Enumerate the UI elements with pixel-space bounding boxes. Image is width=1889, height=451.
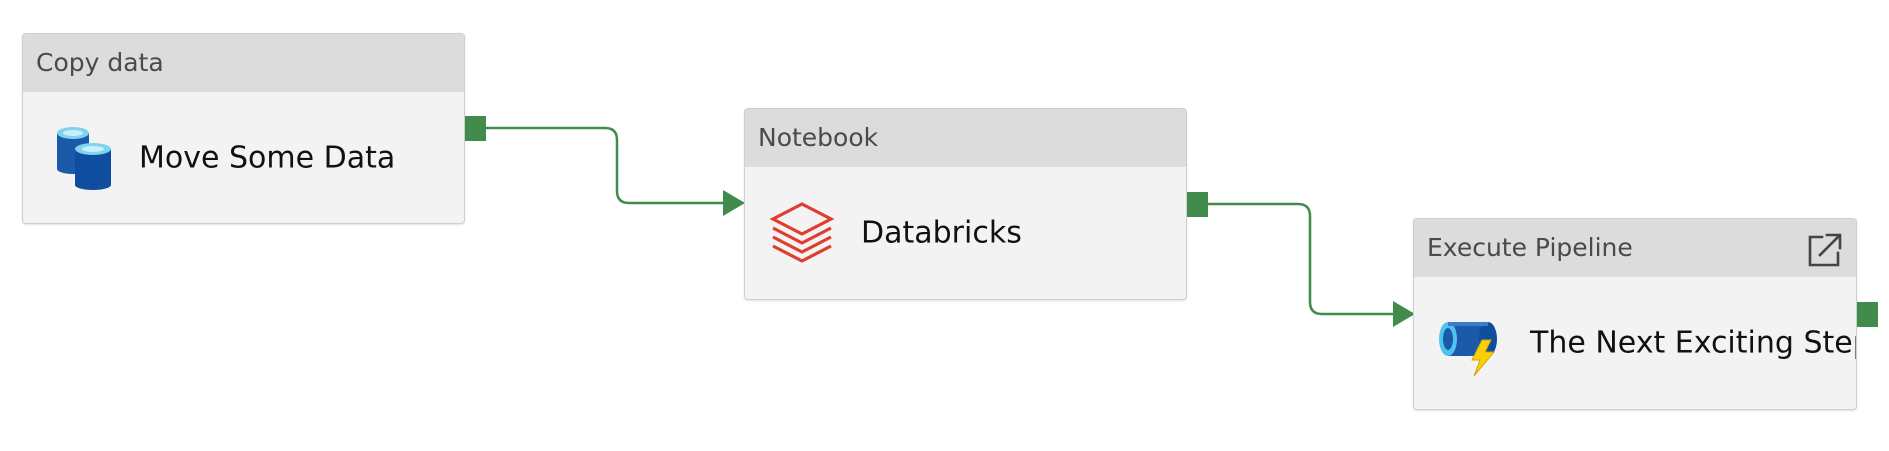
activity-type-label: Copy data	[23, 34, 464, 92]
success-output-port-1[interactable]	[465, 116, 486, 141]
connector-arrowhead-1	[723, 190, 745, 216]
activity-body: The Next Exciting Step	[1414, 277, 1856, 409]
activity-body: Move Some Data	[23, 92, 464, 223]
activity-type-text: Execute Pipeline	[1427, 233, 1633, 262]
pipeline-lightning-icon	[1438, 310, 1504, 376]
databricks-layers-icon	[769, 200, 835, 266]
activity-copy-data[interactable]: Copy data Move Some Data	[22, 33, 465, 224]
success-connector-2[interactable]	[1206, 202, 1393, 316]
activity-name: Move Some Data	[139, 140, 396, 175]
connector-arrowhead-2	[1393, 301, 1415, 327]
activity-type-label: Notebook	[745, 109, 1186, 167]
activity-type-label: Execute Pipeline	[1414, 219, 1856, 277]
activity-body: Databricks	[745, 167, 1186, 299]
success-output-port-3[interactable]	[1857, 302, 1878, 327]
activity-name: Databricks	[861, 215, 1022, 251]
success-output-port-2[interactable]	[1187, 192, 1208, 217]
success-connector-1[interactable]	[485, 126, 723, 205]
activity-name: The Next Exciting Step	[1530, 325, 1857, 361]
activity-notebook[interactable]: Notebook Databricks	[744, 108, 1187, 300]
database-cylinders-icon	[53, 125, 119, 191]
open-in-new-icon[interactable]	[1806, 231, 1844, 269]
activity-execute-pipeline[interactable]: Execute Pipeline	[1413, 218, 1857, 410]
